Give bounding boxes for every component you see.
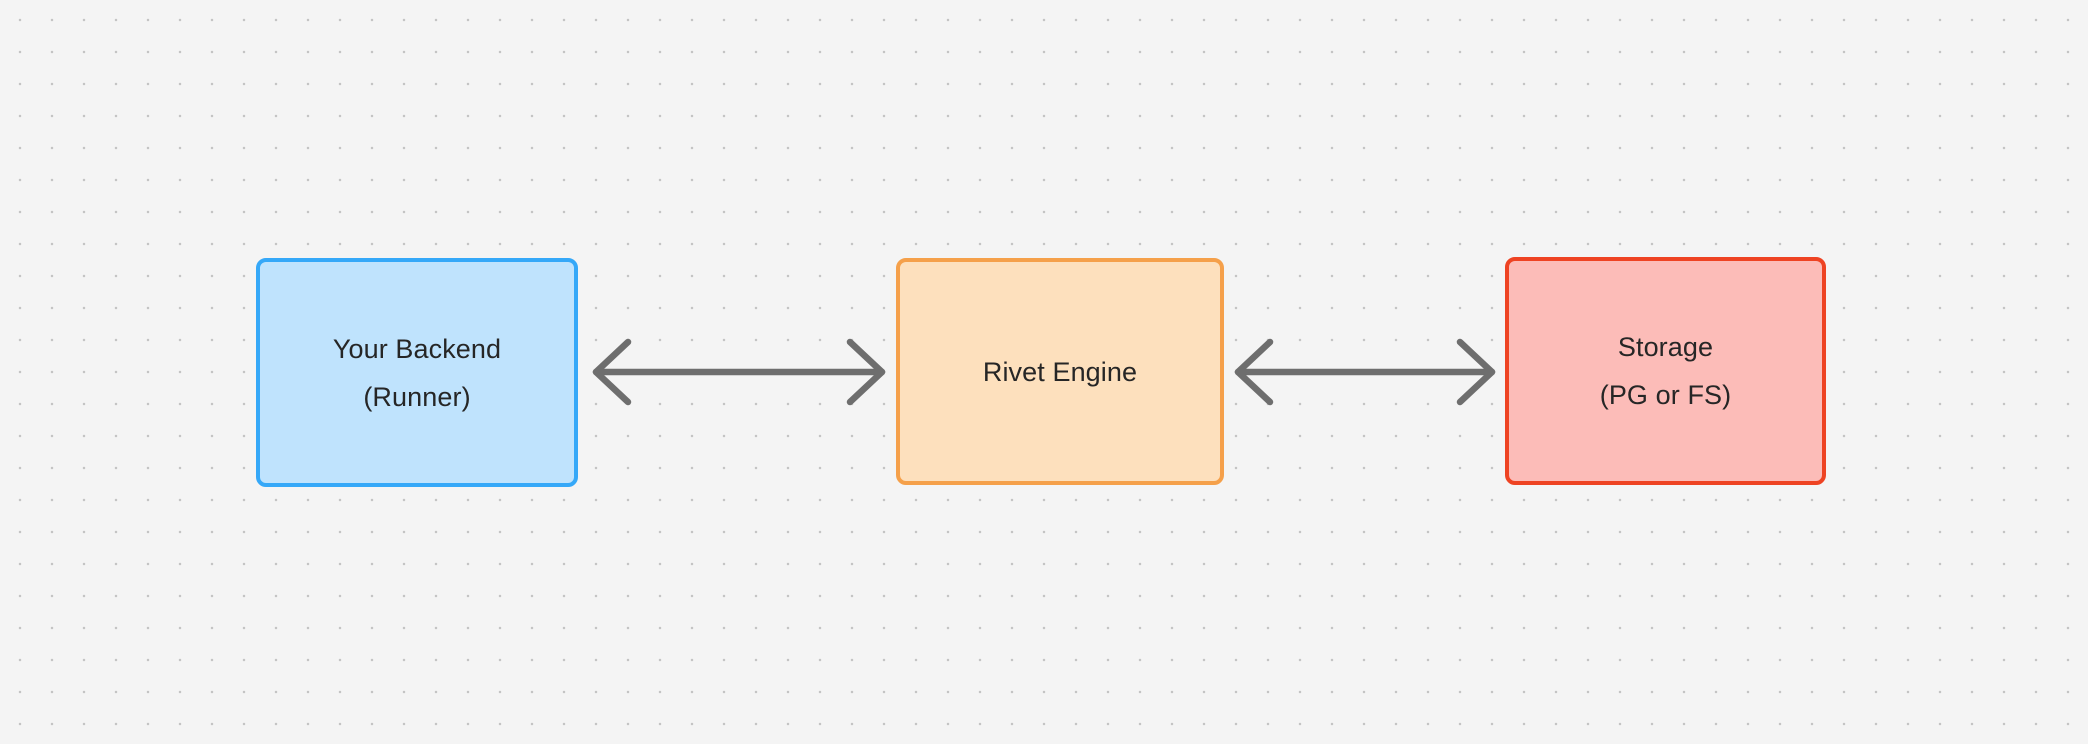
double-arrow-icon [592, 338, 886, 406]
diagram-edge-engine-to-storage[interactable] [1230, 330, 1500, 414]
diagram-node-backend[interactable]: Your Backend (Runner) [256, 258, 578, 487]
node-storage-label: Storage (PG or FS) [1599, 332, 1732, 410]
diagram-node-rivet-engine[interactable]: Rivet Engine [896, 258, 1224, 485]
diagram-node-storage[interactable]: Storage (PG or FS) [1505, 257, 1826, 485]
node-backend-label: Your Backend (Runner) [332, 333, 502, 412]
node-engine-label: Rivet Engine [982, 356, 1138, 387]
double-arrow-icon [1234, 338, 1496, 406]
diagram-edge-backend-to-engine[interactable] [588, 330, 890, 414]
